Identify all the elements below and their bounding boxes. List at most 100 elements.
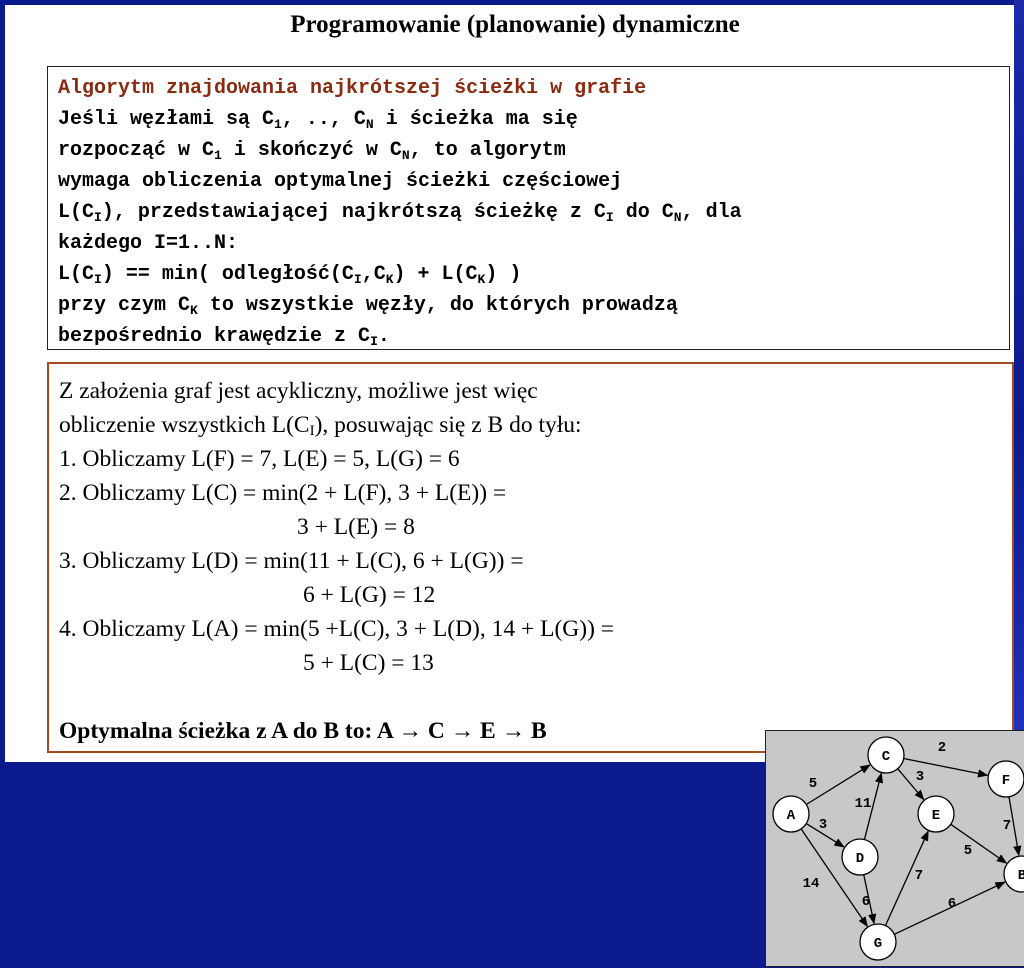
calculation-row-text: ), posuwając się z B do tyłu: — [314, 412, 582, 438]
algorithm-line: bezpośrednio krawędzie z CI. — [58, 321, 1009, 352]
algorithm-line: L(CI) == min( odległość(CI,CK) + L(CK) ) — [58, 259, 1009, 290]
algorithm-line-text: , dla — [681, 201, 742, 224]
graph-node-d: D — [841, 838, 879, 876]
slide-title: Programowanie (planowanie) dynamiczne — [290, 11, 740, 38]
algorithm-line-text: i skończyć w C — [221, 139, 402, 162]
calculation-row-text: 5 + L(C) = 13 — [303, 650, 434, 676]
algorithm-line-subscript: I — [94, 210, 102, 225]
algorithm-line: rozpocząć w C1 i skończyć w CN, to algor… — [58, 135, 1009, 166]
algorithm-line-subscript: N — [673, 210, 682, 225]
calculation-row-text: 2. Obliczamy L(C) = min(2 + L(F), 3 + L(… — [59, 480, 507, 506]
algorithm-line-text: . — [377, 325, 390, 348]
algorithm-line-text: ,C — [361, 263, 386, 286]
calculation-row: 2. Obliczamy L(C) = min(2 + L(F), 3 + L(… — [59, 476, 759, 510]
calculation-text: Z założenia graf jest acykliczny, możliw… — [59, 374, 759, 748]
graph-node-e: E — [917, 795, 955, 833]
edge-weight-label: 5 — [964, 843, 972, 859]
algorithm-line-subscript: I — [370, 334, 378, 349]
algorithm-line-text: Jeśli węzłami są C — [58, 108, 275, 131]
calculation-row: Z założenia graf jest acykliczny, możliw… — [59, 374, 759, 408]
calculation-row-text: 3 + L(E) = 8 — [297, 514, 415, 540]
algorithm-line-text: przy czym C — [58, 294, 191, 317]
algorithm-line-text: ) + L(C — [393, 263, 478, 286]
algorithm-line-text: wymaga obliczenia optymalnej ścieżki czę… — [58, 170, 623, 193]
algorithm-line: Jeśli węzłami są C1, .., CN i ścieżka ma… — [58, 104, 1009, 135]
graph-node-g: G — [859, 923, 897, 961]
algorithm-line-subscript: 1 — [214, 148, 222, 163]
algorithm-line-text: ) == min( odległość(C — [101, 263, 354, 286]
algorithm-line-subscript: I — [353, 272, 362, 287]
algorithm-line-text: bezpośrednio krawędzie z C — [58, 325, 371, 348]
algorithm-line-text: i ścieżka ma się — [373, 108, 578, 131]
algorithm-box: Algorytm znajdowania najkrótszej ścieżki… — [47, 66, 1010, 350]
algorithm-line-text: L(C — [58, 201, 95, 224]
calculation-row: 1. Obliczamy L(F) = 7, L(E) = 5, L(G) = … — [59, 442, 759, 476]
calculation-row: 3 + L(E) = 8 — [59, 510, 759, 544]
calculation-row: obliczenie wszystkich L(CI), posuwając s… — [59, 408, 759, 442]
algorithm-line-subscript: 1 — [274, 117, 282, 132]
right-edge-stripe — [1014, 0, 1024, 768]
graph-node-label: A — [787, 808, 796, 824]
calculation-row: 5 + L(C) = 13 — [59, 646, 759, 680]
calculation-row-text: 3. Obliczamy L(D) = min(11 + L(C), 6 + L… — [59, 548, 524, 574]
graph-node-label: D — [856, 851, 864, 867]
slide: Programowanie (planowanie) dynamiczne Al… — [5, 5, 1024, 967]
algorithm-line: przy czym CK to wszystkie węzły, do któr… — [58, 290, 1009, 321]
calculation-row-text: 6 + L(G) = 12 — [303, 582, 436, 608]
algorithm-line-text: ), przedstawiającej najkrótszą ścieżkę z… — [101, 201, 606, 224]
algorithm-line-text: , to algorytm — [409, 139, 566, 162]
algorithm-line-subscript: K — [190, 303, 198, 318]
algorithm-line-subscript: I — [94, 272, 102, 287]
graph-node-label: G — [874, 936, 882, 952]
edge-weight-label: 3 — [819, 817, 827, 833]
edge-weight-label: 7 — [915, 868, 923, 884]
edge-weight-label: 6 — [948, 896, 956, 912]
algorithm-line-subscript: N — [365, 117, 374, 132]
graph-node-label: C — [882, 749, 891, 765]
calculation-row — [59, 680, 759, 714]
graph-node-label: B — [1018, 868, 1024, 884]
calculation-row: 6 + L(G) = 12 — [59, 578, 759, 612]
algorithm-line-text: do C — [613, 201, 674, 224]
algorithm-line: wymaga obliczenia optymalnej ścieżki czę… — [58, 166, 1009, 197]
graph-node-a: A — [772, 795, 810, 833]
calculation-row: 3. Obliczamy L(D) = min(11 + L(C), 6 + L… — [59, 544, 759, 578]
algorithm-line-subscript: K — [385, 272, 394, 287]
algorithm-line-text: ) ) — [485, 263, 522, 286]
graph-node-b: B — [1003, 855, 1024, 893]
edge-weight-label: 6 — [862, 894, 870, 910]
algorithm-line: każdego I=1..N: — [58, 228, 1009, 259]
algorithm-line-text: każdego I=1..N: — [58, 232, 239, 255]
calculation-row-text: 4. Obliczamy L(A) = min(5 +L(C), 3 + L(D… — [59, 616, 615, 642]
algorithm-line: L(CI), przedstawiającej najkrótszą ścież… — [58, 197, 1009, 228]
calculation-box: Z założenia graf jest acykliczny, możliw… — [47, 362, 1024, 967]
graph-node-f: F — [987, 760, 1024, 798]
algorithm-heading: Algorytm znajdowania najkrótszej ścieżki… — [58, 77, 647, 100]
edge-weight-label: 7 — [1003, 818, 1011, 834]
edge-weight-label: 5 — [809, 776, 817, 792]
algorithm-line-text: , .., C — [281, 108, 366, 131]
edge-weight-label: 3 — [916, 769, 924, 785]
calculation-row-text: obliczenie wszystkich L(C — [59, 412, 310, 438]
optimal-path-result: Optymalna ścieżka z A do B to: A → C → E… — [59, 714, 759, 748]
calculation-row-text: Optymalna ścieżka z A do B to: A → C → E… — [59, 718, 547, 744]
graph-edge — [950, 823, 1008, 864]
edge-weight-label: 14 — [803, 876, 820, 892]
algorithm-line-text: rozpocząć w C — [58, 139, 215, 162]
graph-node-label: F — [1002, 773, 1010, 789]
algorithm-line-text: to wszystkie węzły, do których prowadzą — [197, 294, 678, 317]
algorithm-line-text: L(C — [58, 263, 95, 286]
calculation-row-text: 1. Obliczamy L(F) = 7, L(E) = 5, L(G) = … — [59, 446, 460, 472]
algorithm-line-subscript: I — [605, 210, 614, 225]
algorithm-lines: Jeśli węzłami są C1, .., CN i ścieżka ma… — [58, 104, 1009, 352]
graph-node-label: E — [932, 808, 940, 824]
algorithm-line-subscript: K — [477, 272, 486, 287]
calculation-row-text: Z założenia graf jest acykliczny, możliw… — [59, 378, 538, 404]
edge-weight-label: 11 — [855, 796, 872, 812]
algorithm-line-subscript: N — [401, 148, 410, 163]
calculation-row: 4. Obliczamy L(A) = min(5 +L(C), 3 + L(D… — [59, 612, 759, 646]
edge-weight-label: 2 — [938, 740, 946, 756]
calculation-row-subscript: I — [309, 423, 315, 439]
